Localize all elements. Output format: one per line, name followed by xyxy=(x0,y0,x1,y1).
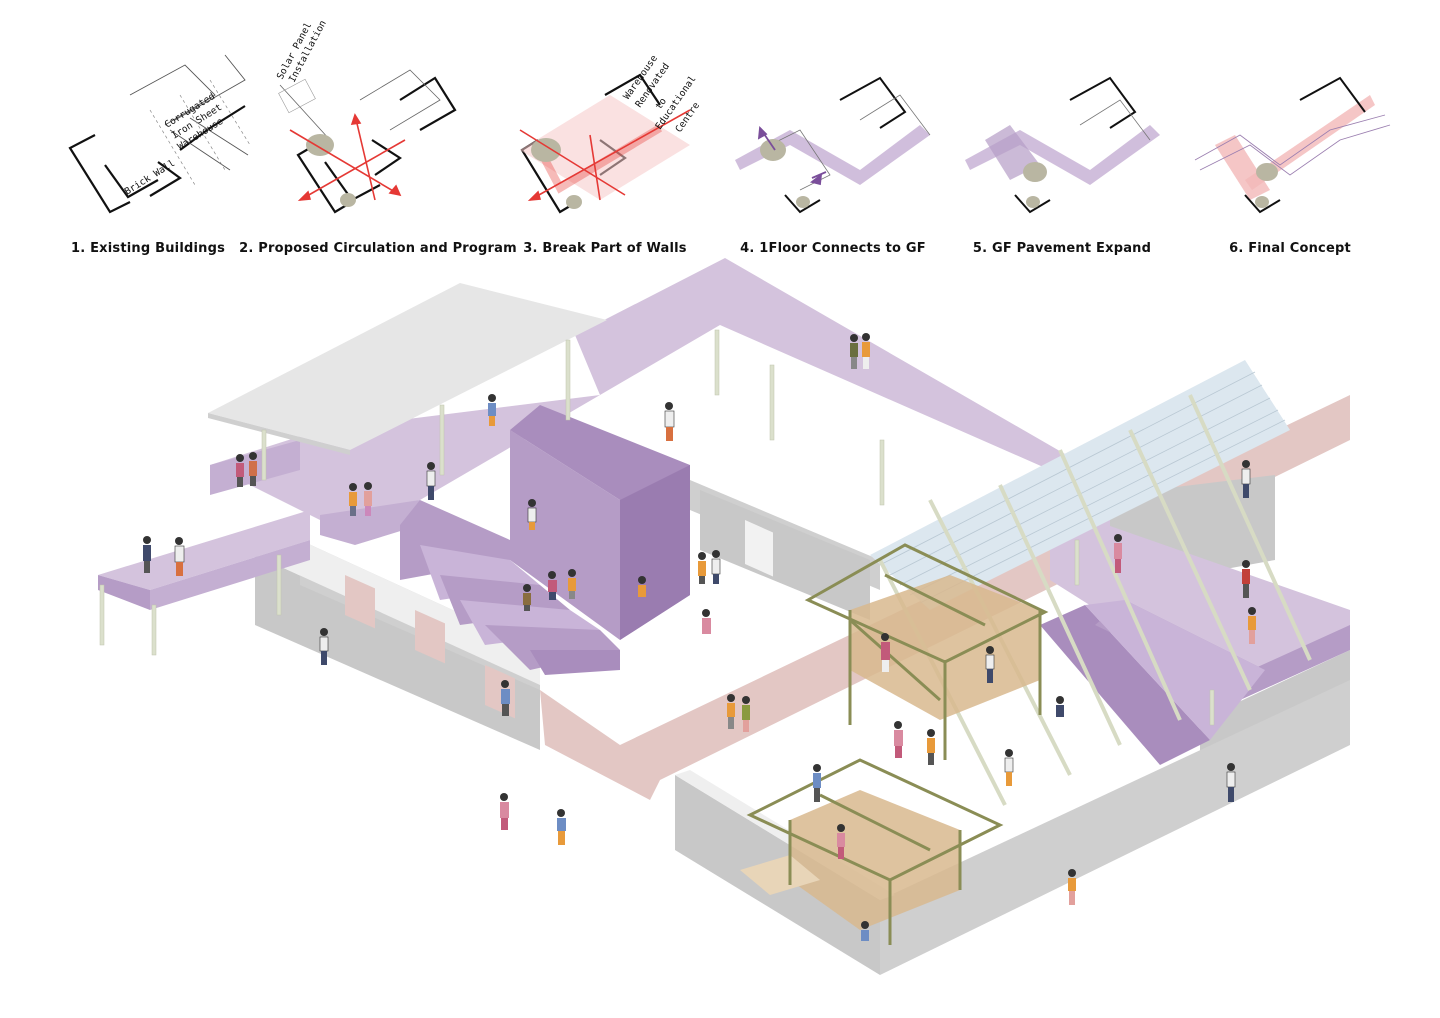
concept-diagram-3: Warehouse Renovated to Educational Centr… xyxy=(519,53,702,214)
stair-block xyxy=(400,405,690,675)
person xyxy=(702,609,711,642)
person xyxy=(1248,607,1256,644)
columns xyxy=(99,329,1215,726)
person xyxy=(698,552,706,584)
person xyxy=(236,454,244,487)
tree-icon xyxy=(796,196,810,208)
person xyxy=(523,584,531,611)
person xyxy=(985,646,995,683)
person xyxy=(837,824,845,859)
person xyxy=(174,537,185,576)
concept-diagram-4 xyxy=(735,76,931,214)
tree-icon xyxy=(1023,162,1047,182)
concept-diagram-2: Solar Panel Installation xyxy=(275,19,457,214)
caption-6: 6. Final Concept xyxy=(1229,241,1351,256)
person xyxy=(364,482,372,516)
person xyxy=(143,536,151,573)
concept-diagrams: Brick Wall Corrugated Iron Sheet Warehou… xyxy=(68,19,1391,256)
tree-icon xyxy=(1026,196,1040,208)
tree-icon xyxy=(1255,196,1269,208)
person xyxy=(1056,696,1064,717)
canopy-roof xyxy=(208,283,607,450)
person xyxy=(501,680,510,716)
concept-diagram-5 xyxy=(965,76,1160,214)
person xyxy=(500,793,509,830)
person xyxy=(1068,869,1076,905)
tree-icon xyxy=(1256,163,1278,181)
person xyxy=(426,462,436,500)
person xyxy=(850,334,858,369)
person xyxy=(742,696,750,732)
tree-icon xyxy=(760,139,786,161)
person xyxy=(349,483,357,516)
person xyxy=(568,569,576,599)
person xyxy=(527,499,537,530)
upper-walkway xyxy=(98,258,1350,700)
caption-1: 1. Existing Buildings xyxy=(71,241,225,256)
concept-diagram-1: Brick Wall Corrugated Iron Sheet Warehou… xyxy=(68,54,251,214)
person xyxy=(711,550,721,584)
person xyxy=(894,721,903,758)
person xyxy=(1226,763,1236,802)
person xyxy=(548,571,557,600)
main-axonometric xyxy=(98,258,1350,975)
tree-icon xyxy=(566,195,582,209)
label-brick-wall: Brick Wall xyxy=(123,158,177,198)
person xyxy=(319,628,329,665)
caption-5: 5. GF Pavement Expand xyxy=(973,241,1151,256)
people xyxy=(143,333,1256,941)
person xyxy=(861,921,869,941)
person xyxy=(1241,460,1251,498)
tree-icon xyxy=(340,193,356,207)
person xyxy=(1242,560,1250,598)
person xyxy=(813,764,821,802)
person xyxy=(249,452,257,486)
west-building xyxy=(255,540,540,750)
caption-2: 2. Proposed Circulation and Program xyxy=(239,241,517,256)
person xyxy=(881,633,890,672)
person xyxy=(488,394,496,426)
courtyard-back-wall xyxy=(690,480,880,620)
stair-steps xyxy=(400,500,620,675)
person xyxy=(638,576,646,597)
person xyxy=(664,402,675,441)
person xyxy=(557,809,566,845)
person xyxy=(927,729,935,765)
caption-3: 3. Break Part of Walls xyxy=(523,241,687,256)
concept-diagram-6 xyxy=(1194,76,1391,214)
person xyxy=(1114,534,1122,573)
tree-icon xyxy=(306,134,334,156)
person xyxy=(1004,749,1014,786)
person xyxy=(862,333,870,369)
timber-frame-north xyxy=(804,543,1049,760)
tree-icon xyxy=(531,138,561,162)
person xyxy=(727,694,735,729)
caption-4: 4. 1Floor Connects to GF xyxy=(740,241,926,256)
